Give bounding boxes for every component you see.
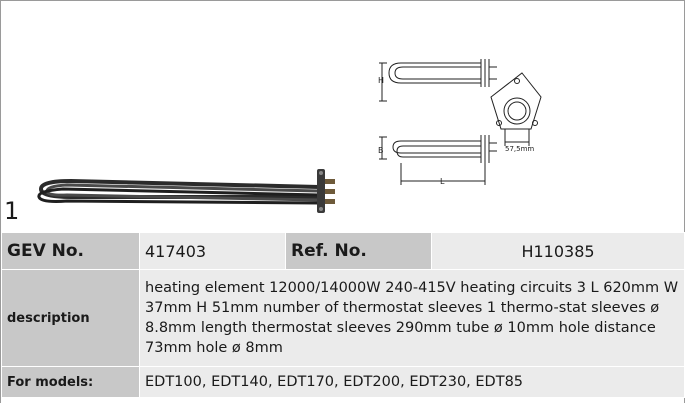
product-image-area: H B L [1,1,684,232]
description-value: heating element 12000/14000W 240-415V he… [139,269,685,367]
ref-value: H110385 [431,232,685,270]
spec-row-description: description heating element 12000/14000W… [1,269,685,367]
ref-label: Ref. No. [285,232,432,270]
models-value: EDT100, EDT140, EDT170, EDT200, EDT230, … [139,366,685,398]
spec-row-ids: GEV No. 417403 Ref. No. H110385 [1,232,685,270]
dim-h-label: H [378,76,384,85]
drawing-top-view [379,59,497,102]
gev-value: 417403 [139,232,286,270]
dim-flange-label: 57,5mm [505,145,534,153]
heating-element-photo [37,169,335,213]
spec-row-models: For models: EDT100, EDT140, EDT170, EDT2… [1,366,685,398]
dim-l-label: L [440,177,445,186]
item-number: 1 [4,197,20,225]
models-label: For models: [1,366,140,398]
spec-table: GEV No. 417403 Ref. No. H110385 descript… [1,232,685,398]
product-illustration: H B L [37,59,542,213]
gev-label: GEV No. [1,232,140,270]
dim-b-label: B [378,146,384,155]
description-label: description [1,269,140,367]
drawing-flange-view [490,72,542,146]
drawing-side-view [379,135,497,185]
